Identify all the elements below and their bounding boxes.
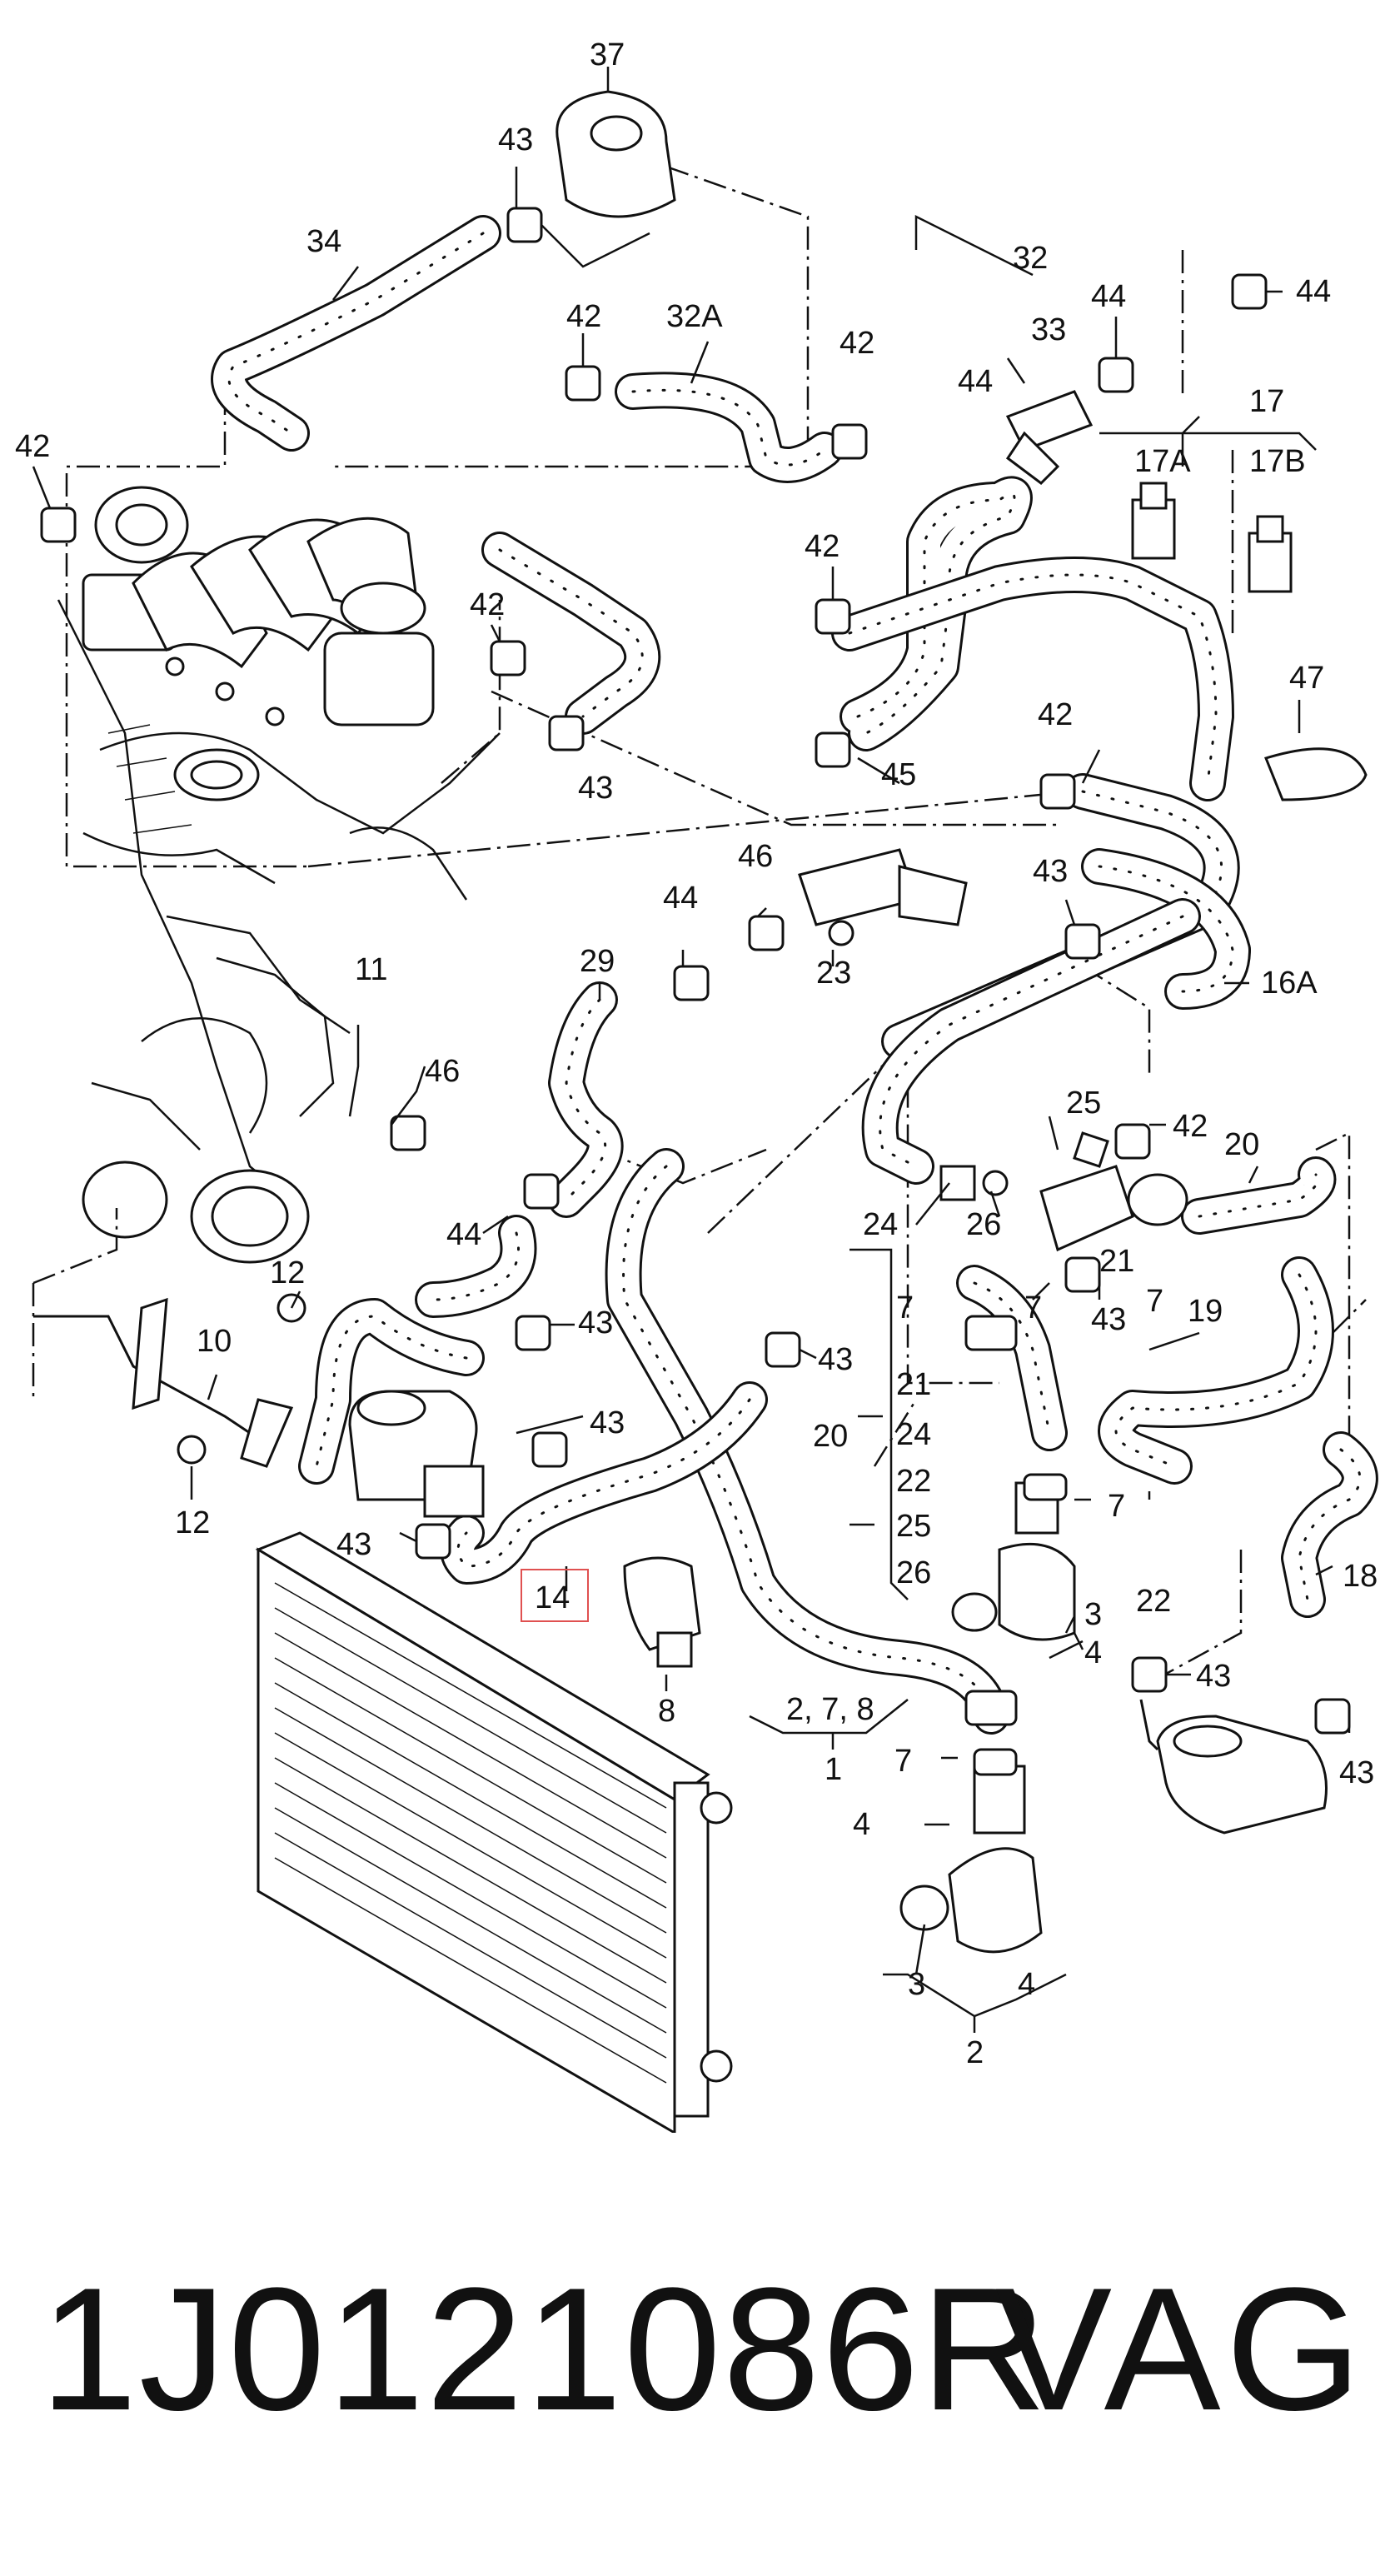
label-26b: 26 <box>896 1555 931 1590</box>
label-43b: 43 <box>578 771 613 806</box>
connector-2 <box>899 1765 1043 1954</box>
label-44e: 44 <box>446 1217 481 1252</box>
label-44: 44 <box>1091 279 1126 314</box>
label-1: 1 <box>825 1752 842 1787</box>
label-45: 45 <box>881 757 916 792</box>
label-4: 4 <box>1084 1635 1102 1670</box>
label-7d: 7 <box>1108 1489 1125 1524</box>
label-25: 25 <box>1066 1086 1101 1121</box>
label-43i: 43 <box>1196 1659 1231 1694</box>
label-20: 20 <box>1224 1127 1259 1162</box>
hoses <box>211 215 1378 1735</box>
label-4b: 4 <box>853 1807 870 1842</box>
label-7c: 7 <box>1146 1284 1163 1319</box>
label-3: 3 <box>1084 1597 1102 1632</box>
label-14: 14 <box>535 1580 570 1615</box>
label-42g: 42 <box>1173 1109 1208 1144</box>
label-23: 23 <box>816 956 851 991</box>
flange-23 <box>798 848 968 946</box>
label-43h: 43 <box>336 1527 371 1562</box>
label-19: 19 <box>1188 1294 1223 1329</box>
label-44b: 44 <box>1296 274 1331 309</box>
label-44d: 44 <box>663 881 698 916</box>
part-number: 1J0121086R <box>40 2251 1049 2447</box>
engine-block <box>57 599 501 1264</box>
highlight-box <box>521 1569 589 1622</box>
footer: 1J0121086R VAG <box>0 2241 1400 2458</box>
label-11: 11 <box>355 952 387 987</box>
label-37: 37 <box>590 37 625 72</box>
label-43: 43 <box>498 122 533 157</box>
heater-core-18 <box>1139 1699 1328 1835</box>
label-34: 34 <box>306 224 341 259</box>
label-43j: 43 <box>1339 1755 1374 1790</box>
sensor-17B <box>1248 515 1293 593</box>
label-33: 33 <box>1031 312 1066 347</box>
label-7e: 7 <box>894 1744 912 1779</box>
label-24b: 24 <box>896 1417 931 1452</box>
label-8: 8 <box>658 1694 675 1729</box>
callout-labels: 37 43 34 42 32A 32 44 33 44 17 17A 17B 4… <box>15 37 1378 2070</box>
label-10: 10 <box>197 1324 232 1359</box>
label-42d: 42 <box>805 529 840 564</box>
label-17B: 17B <box>1249 444 1306 479</box>
pipe-10 <box>33 1293 306 1468</box>
label-26: 26 <box>966 1207 1001 1242</box>
label-20b: 20 <box>813 1419 848 1454</box>
label-3b: 3 <box>908 1967 925 2002</box>
label-24: 24 <box>863 1207 898 1242</box>
thermostat-housing-33 <box>1005 390 1094 485</box>
label-47: 47 <box>1289 661 1324 696</box>
expansion-tank <box>532 90 676 268</box>
intake-manifold <box>82 486 435 801</box>
label-22b: 22 <box>1136 1584 1171 1619</box>
label-2-7-8: 2, 7, 8 <box>786 1692 874 1727</box>
label-12: 12 <box>270 1256 305 1290</box>
label-2: 2 <box>966 2035 984 2070</box>
label-17: 17 <box>1249 384 1284 419</box>
radiator <box>255 1531 733 2133</box>
label-21: 21 <box>1099 1244 1134 1279</box>
label-25b: 25 <box>896 1509 931 1544</box>
label-42b: 42 <box>840 326 874 361</box>
brand-name: VAG <box>995 2251 1367 2447</box>
reservoir <box>348 1390 485 1518</box>
label-43e: 43 <box>1091 1302 1126 1337</box>
label-43d: 43 <box>578 1305 613 1340</box>
label-4c: 4 <box>1018 1967 1035 2002</box>
leader-lines <box>32 67 1351 2033</box>
label-44c: 44 <box>958 364 993 399</box>
label-43g: 43 <box>590 1405 625 1440</box>
connector-21 <box>939 1131 1188 1252</box>
label-46b: 46 <box>425 1054 460 1089</box>
sensor-17A <box>1131 482 1176 560</box>
connector-22 <box>951 1481 1076 1641</box>
label-29: 29 <box>580 944 615 979</box>
label-21b: 21 <box>896 1367 931 1402</box>
label-42f: 42 <box>1038 697 1073 732</box>
label-32A: 32A <box>666 299 723 334</box>
label-43c: 43 <box>1033 854 1068 889</box>
exploded-parts-diagram: 37 43 34 42 32A 32 44 33 44 17 17A 17B 4… <box>15 37 1378 2133</box>
label-7b: 7 <box>1024 1290 1042 1325</box>
label-22: 22 <box>896 1464 931 1499</box>
label-12b: 12 <box>175 1505 210 1540</box>
label-32: 32 <box>1013 241 1048 276</box>
label-7a: 7 <box>896 1290 914 1325</box>
label-16A: 16A <box>1261 966 1318 1001</box>
label-46: 46 <box>738 839 773 874</box>
label-18: 18 <box>1343 1559 1378 1594</box>
label-42: 42 <box>566 299 601 334</box>
strap-47 <box>1263 747 1368 801</box>
hose-clamps <box>40 207 1351 1776</box>
label-42e: 42 <box>470 587 505 622</box>
label-43f: 43 <box>818 1342 853 1377</box>
label-17A: 17A <box>1134 444 1191 479</box>
bracket-8 <box>623 1556 701 1668</box>
label-42c: 42 <box>15 429 50 464</box>
